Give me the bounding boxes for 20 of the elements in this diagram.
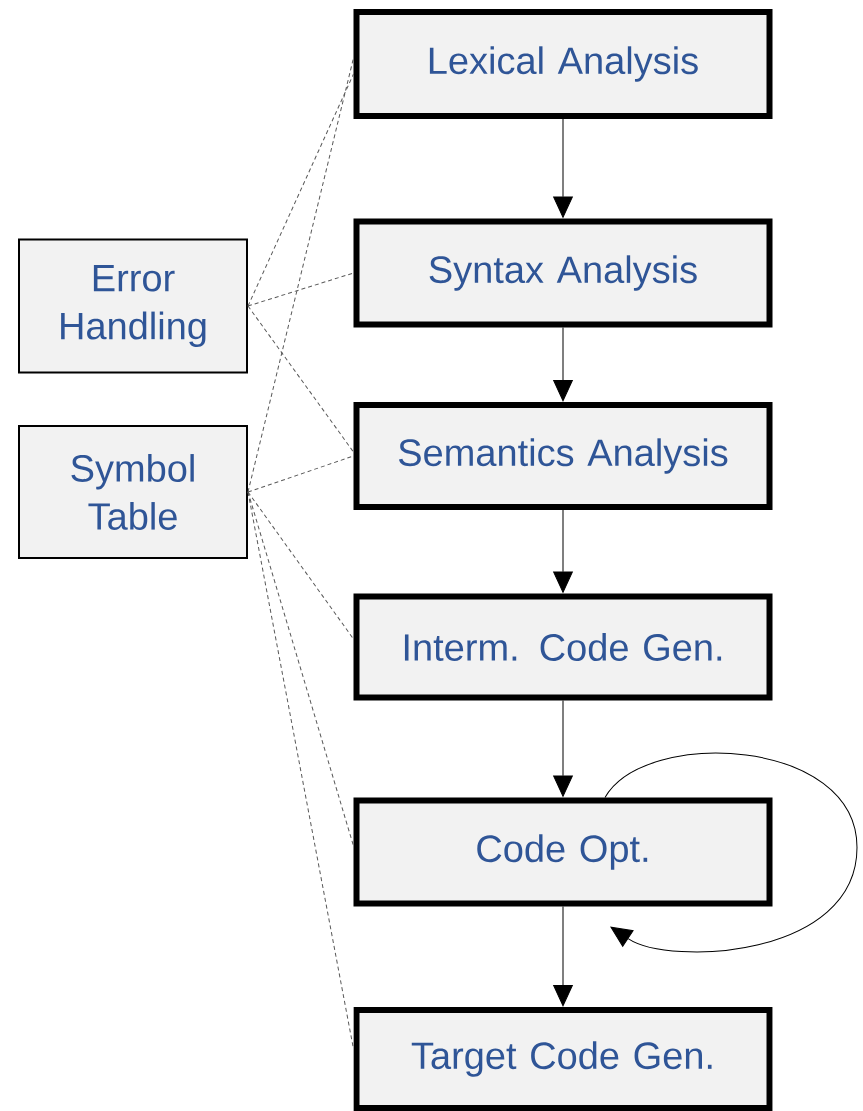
process-box: Target Code Gen. xyxy=(353,1007,773,1111)
arrow xyxy=(553,327,573,402)
dashed-line xyxy=(247,305,354,453)
process-box: Lexical Analysis xyxy=(353,9,773,119)
dashed-line xyxy=(247,73,354,307)
process-box: Code Opt. xyxy=(353,797,773,907)
loop-arrow xyxy=(604,752,858,953)
process-box: Syntax Analysis xyxy=(353,218,773,328)
process-box: Interm. Code Gen. xyxy=(353,593,773,701)
arrow xyxy=(553,509,573,593)
dashed-line xyxy=(247,491,354,1050)
process-box: Semantics Analysis xyxy=(353,402,773,510)
dashed-line xyxy=(247,272,354,307)
dashed-line xyxy=(247,491,354,640)
arrow xyxy=(553,118,573,218)
arrow xyxy=(553,700,573,797)
dashed-line xyxy=(247,455,354,493)
side-box: Symbol Table xyxy=(18,425,248,559)
arrow xyxy=(553,906,573,1007)
side-box: Error Handling xyxy=(18,238,248,374)
